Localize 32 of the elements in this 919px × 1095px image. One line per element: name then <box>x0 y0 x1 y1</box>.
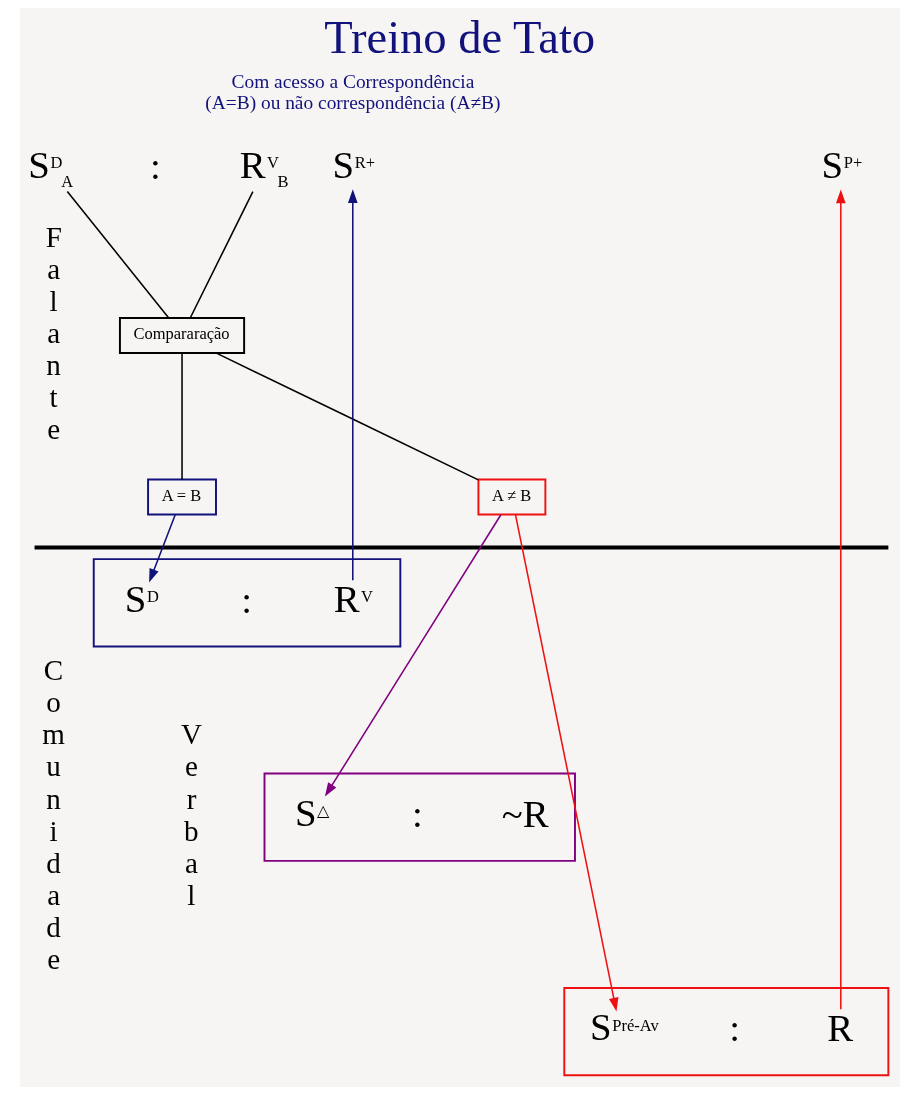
node-text: S$^{Pré-Av}$ <box>589 1005 659 1049</box>
cluster <box>562 987 889 1077</box>
label: : <box>728 1006 740 1050</box>
connector <box>215 352 479 481</box>
label: : <box>411 791 423 835</box>
node-text: S$^{D}$ <box>124 576 159 620</box>
connector <box>188 190 254 319</box>
cluster <box>263 772 576 862</box>
node-text: S$^{△}$ <box>294 790 329 834</box>
connector <box>180 352 183 481</box>
arrow <box>148 514 176 583</box>
cluster <box>92 558 401 648</box>
node-text: S$^{P+}$ <box>820 142 862 186</box>
arrow <box>324 513 502 797</box>
label: Comunidade <box>41 654 65 975</box>
node-text: R <box>826 1006 853 1050</box>
arrow <box>514 513 618 1012</box>
node-box: A ≠ B <box>476 478 546 516</box>
label: Com acesso a Correspondência (A=B) ou não correspondência (A≠B) <box>204 70 500 113</box>
node-text: S$^{R+}$ <box>331 142 375 186</box>
label: Falante <box>45 220 62 445</box>
node-text: ~R <box>501 791 549 835</box>
diagram-title: Treino de Tato <box>323 12 595 64</box>
node-box: Compararação <box>118 317 245 354</box>
label: Verbal <box>180 718 202 911</box>
connector <box>66 190 170 319</box>
label: : <box>149 143 161 187</box>
arrow <box>835 189 846 1011</box>
arrow <box>347 189 358 582</box>
node-text: R$^{V}$ <box>333 576 373 620</box>
node-box: A = B <box>146 478 217 516</box>
label: : <box>240 577 252 621</box>
